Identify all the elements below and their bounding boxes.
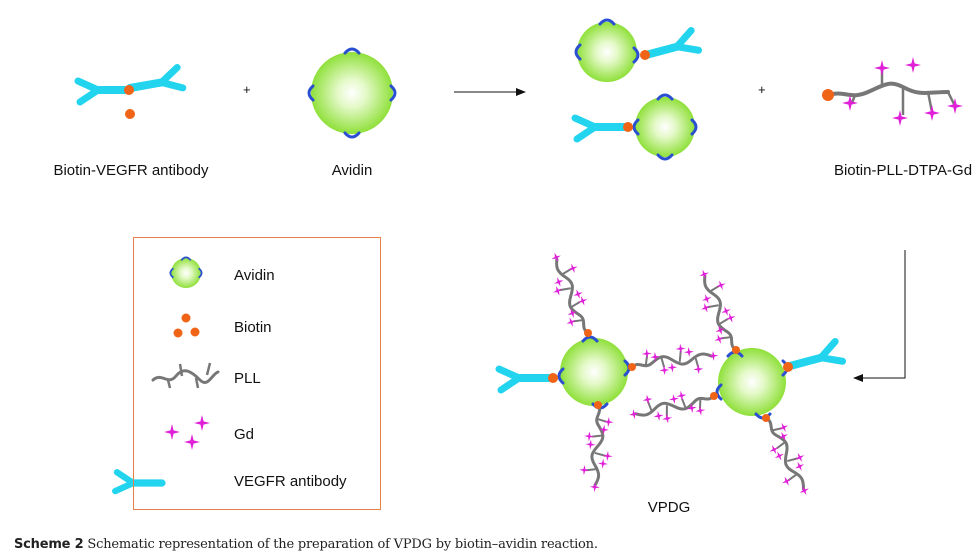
vpdg-figure [499, 247, 843, 503]
avidin-icon [169, 256, 203, 288]
label-avidin: Avidin [331, 162, 373, 179]
legend-box: Avidin Biotin PLL Gd VEGFR antibody [133, 237, 381, 510]
avidin-figure [307, 47, 397, 139]
legend-icons [115, 256, 220, 491]
caption-prefix: Scheme 2 [14, 537, 84, 552]
plus-sign: + [758, 82, 766, 97]
caption-text: Schematic representation of the preparat… [87, 537, 598, 552]
biotin-pll-dtpa-gd-figure [822, 57, 963, 126]
legend-label-gd: Gd [234, 426, 255, 443]
legend-label-biotin: Biotin [234, 319, 272, 336]
pll-icon [151, 362, 220, 389]
label-biotin-pll-dtpa-gd: Biotin-PLL-DTPA-Gd [833, 162, 972, 179]
biotin-vegfr-antibody-figure [78, 67, 183, 119]
legend-label-vegfr-antibody: VEGFR antibody [234, 473, 347, 490]
label-vpdg: VPDG [647, 499, 691, 516]
legend-label-avidin: Avidin [234, 267, 275, 284]
avidin-antibody-complex [575, 18, 699, 161]
label-biotin-vegfr-antibody: Biotin-VEGFR antibody [53, 162, 209, 179]
reaction-arrow-2 [853, 250, 906, 382]
reaction-arrow [454, 88, 526, 96]
biotin-icon [173, 313, 200, 338]
plus-sign: + [243, 82, 251, 97]
figure-caption: Scheme 2 Schematic representation of the… [14, 537, 598, 552]
legend-label-pll: PLL [234, 370, 261, 387]
